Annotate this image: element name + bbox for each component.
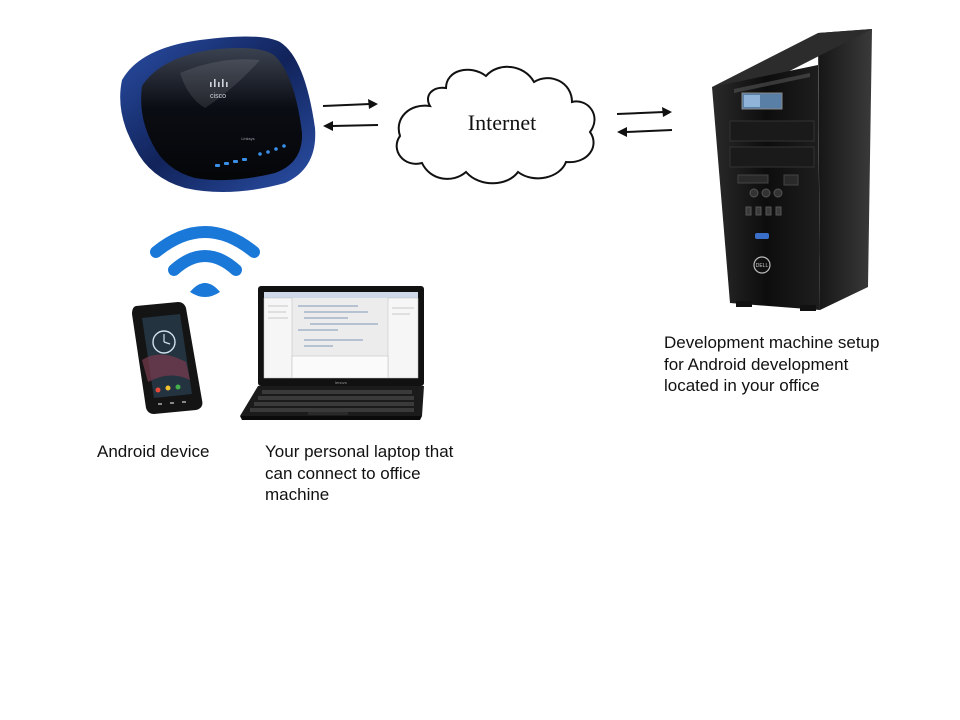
arrow-left-icon [617, 127, 673, 137]
laptop-image: lenovo [240, 286, 424, 420]
internet-cloud: Internet [395, 65, 596, 185]
caption-laptop: Your personal laptop that can connect to… [265, 441, 453, 506]
arrow-left-icon [323, 121, 379, 131]
caption-line: machine [265, 485, 330, 504]
cloud-label: Internet [468, 110, 536, 135]
router-brand-text: cisco [210, 93, 226, 100]
router-image: cisco Linksys [120, 36, 316, 192]
wifi-icon [150, 226, 260, 297]
caption-line: located in your office [664, 376, 820, 395]
android-phone-image [132, 302, 203, 414]
caption-line: for Android development [664, 354, 849, 374]
caption-line: Android device [97, 442, 210, 461]
caption-android-device: Android device [97, 441, 209, 463]
internet-tower-arrows [616, 107, 673, 137]
caption-line: Development machine setup [664, 333, 880, 352]
arrow-right-icon [616, 107, 672, 117]
router-internet-arrows [322, 99, 379, 131]
desktop-tower-image: DELL [712, 29, 872, 311]
router-model-text: Linksys [241, 136, 254, 141]
caption-dev-machine: Development machine setup for Android de… [664, 332, 879, 397]
caption-line: Your personal laptop that [265, 442, 454, 461]
laptop-brand-text: lenovo [335, 380, 348, 385]
caption-line: can connect to office [265, 463, 421, 483]
tower-brand-text: DELL [756, 263, 769, 269]
arrow-right-icon [322, 99, 378, 109]
